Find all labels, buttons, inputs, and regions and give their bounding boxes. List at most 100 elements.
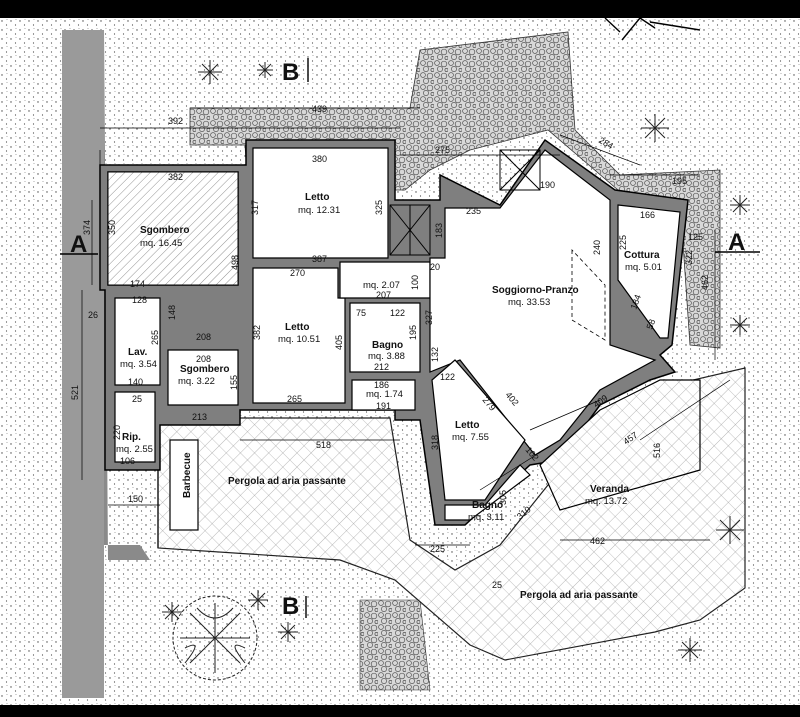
dim: 183 bbox=[434, 223, 444, 238]
section-markers bbox=[60, 58, 760, 618]
dim: 208 bbox=[196, 354, 211, 364]
dim: 212 bbox=[374, 362, 389, 372]
dim: 190 bbox=[540, 180, 555, 190]
plant-10 bbox=[248, 590, 268, 610]
dim: 380 bbox=[312, 154, 327, 164]
dim: 322 bbox=[684, 250, 694, 265]
room-area-letto-1: mq. 12.31 bbox=[298, 205, 340, 216]
room-area-veranda: mq. 13.72 bbox=[585, 496, 627, 507]
room-area-wc: mq. 1.74 bbox=[366, 389, 403, 400]
plant-6 bbox=[716, 516, 744, 544]
room-name-rip: Rip. bbox=[122, 432, 141, 443]
section-b-top: B bbox=[282, 59, 299, 86]
room-rip bbox=[114, 391, 156, 463]
room-area-sgombero-2: mq. 3.22 bbox=[178, 376, 215, 387]
room-name-lav: Lav. bbox=[128, 347, 147, 358]
dim: 186 bbox=[374, 380, 389, 390]
dim: 100 bbox=[410, 275, 420, 290]
section-a-left: A bbox=[70, 231, 87, 258]
dim: 128 bbox=[132, 295, 147, 305]
dim: 240 bbox=[592, 240, 602, 255]
dim: 265 bbox=[150, 330, 160, 345]
dim: 225 bbox=[618, 235, 628, 250]
dim: 26 bbox=[88, 310, 98, 320]
room-bagno-2 bbox=[444, 464, 531, 521]
room-name-veranda: Veranda bbox=[590, 484, 629, 495]
plant-4 bbox=[730, 195, 750, 215]
plant-2 bbox=[257, 62, 273, 78]
dim: 174 bbox=[130, 279, 145, 289]
dim: 184 bbox=[628, 293, 643, 311]
room-wc bbox=[351, 379, 416, 411]
dim: 20 bbox=[430, 262, 440, 272]
dimension-lines bbox=[81, 107, 731, 546]
dim: 521 bbox=[70, 385, 80, 400]
room-sgombero-2 bbox=[167, 349, 239, 406]
dim: 122 bbox=[440, 372, 455, 382]
dim: 325 bbox=[374, 200, 384, 215]
barbecue-block bbox=[169, 439, 199, 531]
room-area-soggiorno: mq. 33.53 bbox=[508, 297, 550, 308]
dim: 150 bbox=[128, 494, 143, 504]
north-arrow bbox=[604, 17, 701, 41]
dim: 58 bbox=[644, 318, 657, 331]
room-cottura bbox=[617, 204, 681, 339]
section-a-right: A bbox=[728, 229, 745, 256]
room-name-soggiorno: Soggiorno-Pranzo bbox=[492, 285, 579, 296]
room-area-bagno-2: mq. 3.11 bbox=[468, 512, 504, 523]
dim: 75 bbox=[356, 308, 366, 318]
room-name-letto-3: Letto bbox=[455, 420, 479, 431]
dim: 195 bbox=[672, 176, 687, 186]
pergola-label-1: Pergola ad aria passante bbox=[228, 476, 346, 487]
room-area-bagno-1: mq. 3.88 bbox=[368, 351, 405, 362]
dim: 516 bbox=[652, 443, 662, 458]
dim: 106 bbox=[120, 456, 135, 466]
dim: 166 bbox=[640, 210, 655, 220]
dim: 387 bbox=[312, 254, 327, 264]
stair-block bbox=[389, 149, 541, 256]
dim: 265 bbox=[287, 394, 302, 404]
dim: 462 bbox=[590, 536, 605, 546]
dim: 498 bbox=[230, 255, 240, 270]
top-black-bar bbox=[0, 0, 800, 18]
room-area-cottura: mq. 5.01 bbox=[625, 262, 662, 273]
room-name-letto-1: Letto bbox=[305, 192, 329, 203]
dim: 318 bbox=[430, 435, 440, 450]
plant-5 bbox=[730, 315, 750, 335]
pergola-label-2: Pergola ad aria passante bbox=[520, 590, 638, 601]
dim: 155 bbox=[229, 375, 239, 390]
room-name-bagno-2: Bagno bbox=[472, 500, 503, 511]
tree-large bbox=[172, 595, 258, 681]
left-boundary-strip bbox=[62, 30, 104, 698]
dim: 148 bbox=[167, 305, 177, 320]
room-name-sgombero-1: Sgombero bbox=[140, 225, 189, 236]
room-area-letto-3: mq. 7.55 bbox=[452, 432, 489, 443]
dim: 191 bbox=[376, 401, 391, 411]
dim: 462 bbox=[700, 275, 710, 290]
dim: 213 bbox=[192, 412, 207, 422]
dim: 207 bbox=[376, 290, 391, 300]
dim: 382 bbox=[252, 325, 262, 340]
room-veranda bbox=[539, 379, 701, 511]
room-letto-3 bbox=[431, 359, 526, 501]
stone-paving-south bbox=[359, 599, 431, 691]
plants bbox=[162, 60, 750, 681]
dim: 25 bbox=[492, 580, 502, 590]
room-name-letto-2: Letto bbox=[285, 322, 309, 333]
dim: 350 bbox=[107, 220, 117, 235]
dim: 392 bbox=[168, 116, 183, 126]
room-area-sgombero-1: mq. 16.45 bbox=[140, 238, 182, 249]
dim: 270 bbox=[290, 268, 305, 278]
dim: 122 bbox=[390, 308, 405, 318]
dim: 225 bbox=[430, 544, 445, 554]
sgombero-hatch bbox=[107, 171, 239, 286]
bottom-black-bar bbox=[0, 705, 800, 717]
dim: 125 bbox=[688, 232, 703, 242]
dim: 317 bbox=[250, 200, 260, 215]
room-bagno-1 bbox=[349, 302, 421, 373]
plant-7 bbox=[678, 638, 702, 662]
room-name-cottura: Cottura bbox=[624, 250, 660, 261]
plant-9 bbox=[278, 622, 298, 642]
room-area-lav: mq. 3.54 bbox=[120, 359, 157, 370]
